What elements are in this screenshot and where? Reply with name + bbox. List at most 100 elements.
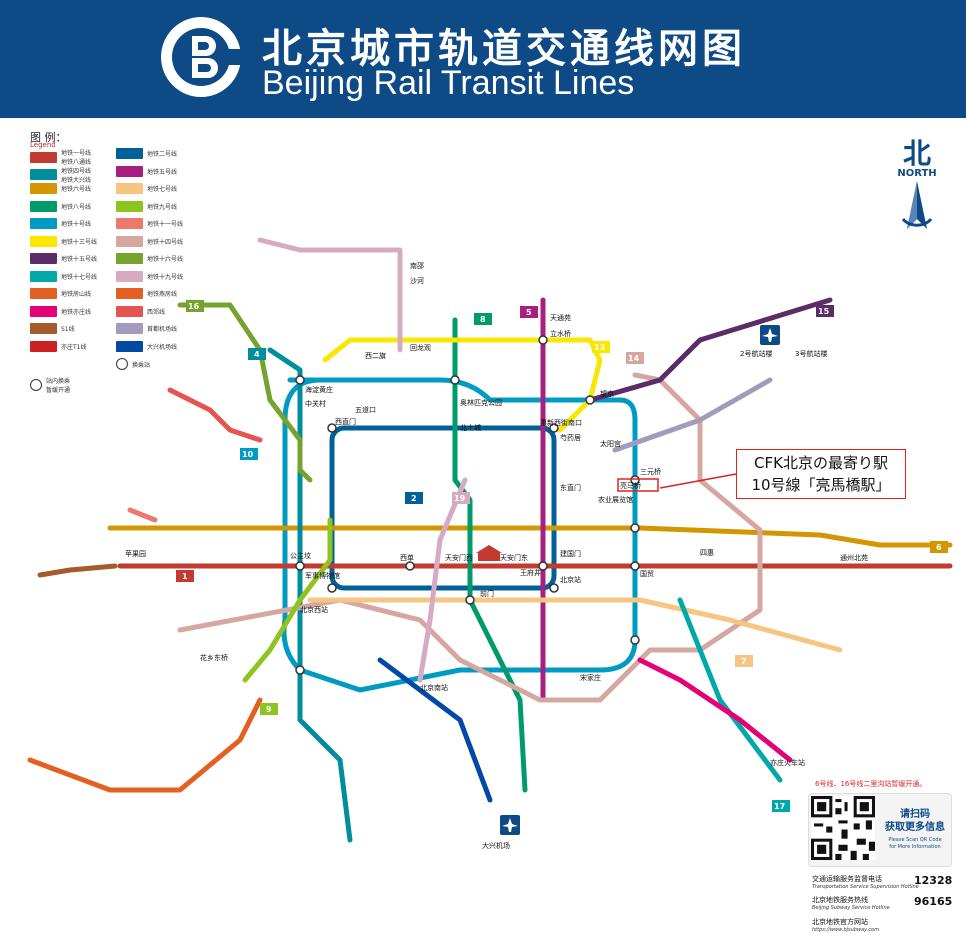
hotline-number[interactable]: 12328 (914, 874, 953, 887)
station-label-huilongguan: 回龙观 (410, 343, 431, 352)
legend-swatch (116, 270, 143, 282)
legend-swatch (116, 340, 143, 352)
line-badge-10: 10 (242, 450, 254, 459)
legend-swatch (30, 151, 57, 163)
closed-transfer-icon (30, 378, 42, 391)
legend-swatch (116, 218, 143, 229)
legend-item: 地铁十六号线 (116, 253, 183, 264)
legend-label: 大兴机场线 (147, 343, 178, 351)
subway-map[interactable]: 亮马桥 三元桥 农业展览馆 东直门 天安门西 天安门东 西单 王府井 国贸 四惠… (0, 118, 966, 939)
legend-label: 地铁五号线 (147, 168, 178, 176)
liangmaqiao-highlight (617, 478, 659, 492)
legend-item: 地铁一号线 地铁八通线 (30, 148, 91, 166)
transfer-station-icon (116, 358, 128, 370)
qr-code-icon[interactable] (811, 796, 875, 860)
website-url[interactable]: https://www.bjsubway.com (812, 927, 879, 933)
legend-swatch (30, 235, 57, 247)
legend-swatch (30, 305, 57, 317)
station-label-zhongguancun: 中关村 (305, 399, 326, 408)
legend-swatch (30, 218, 57, 229)
line-badges: 1 2 4 5 6 7 8 9 10 13 14 15 16 17 19 (176, 300, 948, 812)
legend-label: 地铁六号线 (61, 186, 92, 193)
callout-line1: CFK北京の最寄り駅 (754, 454, 888, 472)
legend-label: 地铁十五号线 (61, 256, 98, 263)
transfer-station-icon (549, 423, 559, 433)
compass-arrow-icon (901, 181, 933, 229)
cfk-nearest-station-callout: CFK北京の最寄り駅 10号線「亮馬橋駅」 (736, 449, 906, 499)
legend-closed: 站内换乘 暂缓开通 (30, 376, 70, 394)
station-label-beitucheng: 北土城 (460, 423, 481, 432)
legend-swatch (30, 323, 57, 334)
transfer-station-icon (327, 583, 337, 593)
legend-item: 地铁四号线 地铁大兴线 (30, 166, 91, 184)
line-badge-4: 4 (254, 350, 260, 359)
legend-swatch (116, 183, 143, 194)
line-daxing-airport-path (377, 657, 493, 803)
daxing-airport-icon (500, 815, 520, 835)
scan-qr-label-en: Please Scan QR Code for More Information (888, 837, 942, 850)
legend-label: 地铁燕房线 (147, 291, 178, 298)
station-label-t3: 3号航站楼 (795, 349, 827, 358)
legend-item: 地铁二号线 (116, 148, 177, 159)
legend-label: 地铁十号线 (61, 221, 92, 228)
legend-label: 地铁房山线 (61, 291, 92, 298)
line-19-path (417, 477, 468, 683)
legend-item: 亦庄T1线 (30, 340, 86, 352)
line-fangshan-path (27, 697, 263, 793)
line-badge-1: 1 (182, 572, 188, 581)
legend-item: 地铁七号线 (116, 183, 177, 194)
line-8-path (452, 317, 528, 793)
line-badge-15: 15 (818, 307, 830, 316)
legend-item: 地铁亦庄线 (30, 305, 91, 317)
station-label-liangmaqiao: 亮马桥 (620, 481, 641, 490)
legend-swatch (30, 183, 57, 194)
transfer-station-icon (630, 561, 640, 571)
transfer-station-icon (538, 561, 548, 571)
legend-title: 图 例： (30, 131, 67, 144)
station-label-beijing-west: 北京西站 (300, 605, 328, 614)
station-label-taiyanggong: 太阳宫 (600, 439, 621, 448)
beijing-subway-logo-icon (161, 17, 244, 97)
hotline-number[interactable]: 96165 (914, 895, 953, 908)
legend-label: S1线 (61, 326, 75, 333)
hotline-label-cn: 北京地铁服务热线 (812, 896, 868, 904)
legend-label: 地铁十一号线 (147, 221, 184, 228)
tiananmen-icon (476, 545, 502, 561)
legend-transfer: 换乘站 (116, 358, 150, 370)
capital-airport-icon (760, 325, 780, 345)
station-label-shahe: 沙河 (410, 277, 424, 285)
transfer-station-icon (295, 375, 305, 385)
transfer-station-icon (450, 375, 460, 385)
transfer-stations (295, 335, 640, 675)
station-label-lishuiqiao: 立水桥 (550, 329, 571, 338)
legend-item: 大兴机场线 (116, 340, 178, 352)
station-label-wangfujing: 王府井 (520, 568, 541, 577)
legend-item: 地铁八号线 (30, 200, 91, 212)
transfer-station-icon (538, 335, 548, 345)
page-title-cn: 北京城市轨道交通线网图 (262, 26, 746, 72)
station-label-olympic: 奥林匹克公园 (460, 398, 502, 407)
line-6-path (107, 525, 953, 548)
station-label-dongzhimen: 东直门 (560, 483, 581, 492)
station-label-beijing-south: 北京南站 (420, 683, 448, 692)
legend-label: 地铁二号线 (147, 151, 178, 158)
website-label-cn: 北京地铁官方网站 (812, 918, 868, 926)
transfer-station-icon (630, 635, 640, 645)
station-label-tiantongyuan: 天通苑 (550, 313, 571, 322)
station-label-haidianhuangzhuang: 海淀黄庄 (305, 385, 333, 394)
legend-swatch (116, 253, 143, 264)
transfer-station-icon (585, 395, 595, 405)
station-label-qianmen: 前门 (480, 589, 494, 598)
legend-item: 地铁燕房线 (116, 288, 177, 299)
legend-label: 地铁十六号线 (147, 256, 184, 263)
transfer-station-icon (549, 583, 559, 593)
callout-line2: 10号線「亮馬橋駅」 (751, 476, 891, 494)
line-badge-14: 14 (628, 354, 640, 363)
station-labels: 亮马桥 三元桥 农业展览馆 东直门 天安门西 天安门东 西单 王府井 国贸 四惠… (125, 261, 868, 850)
line-17-path (677, 597, 783, 783)
legend-label: 地铁十四号线 (147, 238, 184, 246)
legend-item: 首都机场线 (116, 323, 177, 334)
callout-pointer (659, 473, 737, 489)
legend-item: 地铁十九号线 (116, 270, 183, 282)
station-label-yizhuang: 亦庄火车站 (770, 758, 805, 767)
